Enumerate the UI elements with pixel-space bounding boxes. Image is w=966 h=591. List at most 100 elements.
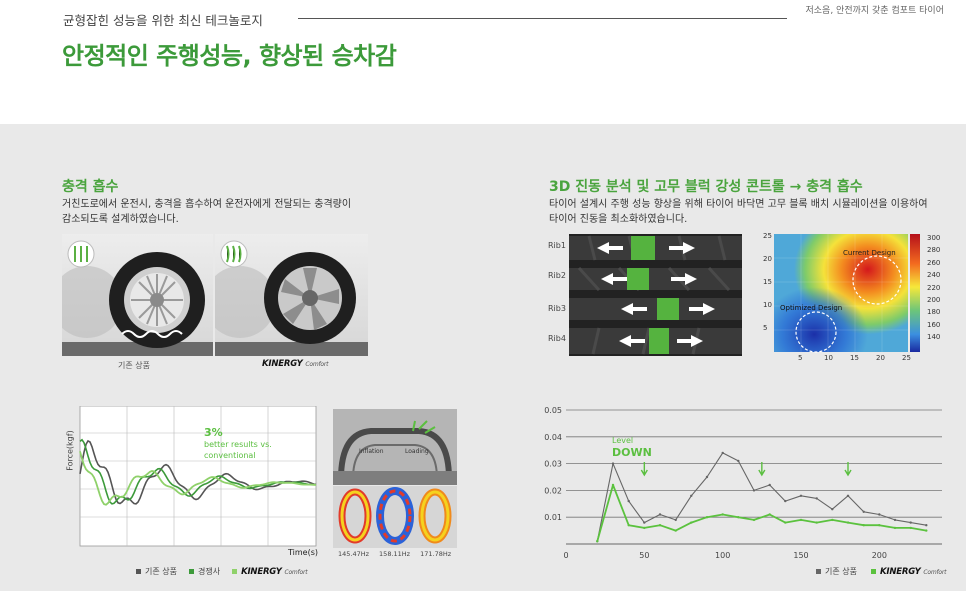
vib-series-point [893, 526, 897, 530]
vib-series-point [674, 518, 677, 522]
vib-series-point [768, 483, 771, 487]
right-desc-line-2: 타이어 진동을 최소화하였습니다. [549, 214, 688, 225]
page-title: 안정적인 주행성능, 향상된 승차감 [62, 42, 397, 70]
vib-x-tick-label: 0 [563, 551, 568, 560]
label-optimized-design: Optimized Design [780, 304, 843, 312]
left-section-title: 충격 흡수 [62, 179, 119, 195]
frequency-labels: 145.47Hz 158.11Hz 171.78Hz [338, 550, 451, 558]
force-annotation-pct: 3% [204, 426, 223, 439]
header-rule [298, 18, 787, 19]
vib-series-point [643, 526, 646, 530]
vib-series-line [596, 452, 927, 542]
vib-y-tick-label: 0.05 [544, 406, 562, 415]
kinergy-logo-text: KINERGY [262, 359, 303, 369]
kinergy-logo-suffix: Comfort [305, 361, 329, 368]
vib-series-point [658, 513, 662, 516]
right-section-title: 3D 진동 분석 및 고무 블럭 강성 콘트롤 → 충격 흡수 [549, 179, 863, 195]
vib-y-tick-label: 0.04 [544, 433, 562, 442]
vib-legend-label-base: 기존 상품 [825, 567, 857, 576]
legend-label-base: 기존 상품 [145, 567, 177, 576]
vib-legend-label-kinergy: KINERGY Comfort [880, 567, 946, 577]
vib-legend-swatch-kinergy [870, 569, 876, 574]
force-annotation-line-2: conventional [204, 451, 256, 460]
vib-series-point [799, 518, 803, 522]
heatmap-colorbar-tick: 260 [927, 258, 941, 267]
force-xlabel: Time(s) [288, 548, 318, 557]
vib-series-point [925, 529, 928, 532]
vib-series-point [799, 494, 803, 497]
vib-series-point [705, 516, 709, 519]
caption-conventional: 기존 상품 [118, 361, 150, 370]
vib-legend-kinergy-suffix: Comfort [923, 568, 947, 576]
caption-kinergy-logo: KINERGY Comfort [262, 359, 328, 369]
vib-series-point [815, 521, 818, 524]
vib-series-point [596, 540, 599, 543]
tire-mode-shapes [333, 486, 457, 548]
vib-series-point [658, 524, 662, 527]
heatmap-x-tick: 10 [824, 354, 833, 362]
legend-swatch-competitor [188, 569, 194, 574]
vib-series-point [611, 483, 615, 487]
force-curve [79, 451, 317, 506]
vib-series-point [909, 526, 912, 530]
vib-series-point [705, 475, 709, 479]
vib-series-point [878, 524, 881, 527]
legend-swatch-kinergy [232, 569, 238, 574]
vib-series-point [737, 459, 740, 463]
force-legend: 기존 상품 경쟁사 KINERGY Comfort [136, 566, 308, 577]
vib-series-point [690, 521, 693, 524]
vib-series-point [752, 518, 756, 522]
vib-series-point [878, 513, 881, 516]
left-section-desc: 거친도로에서 운전시, 충격을 흡수하여 운전자에게 전달되는 충격량이 감소되… [62, 197, 351, 227]
right-section-desc: 타이어 설계시 주행 성능 향상을 위해 타이어 바닥면 고무 블록 배치 시뮬… [549, 197, 928, 227]
vib-x-tick-label: 50 [639, 551, 649, 560]
vib-series-point [846, 521, 850, 524]
vib-series-point [611, 462, 615, 465]
heatmap-colorbar-tick: 220 [927, 283, 941, 292]
legend-label-competitor: 경쟁사 [197, 567, 221, 576]
vib-series-point [752, 489, 756, 492]
left-desc-line-2: 감소되도록 설계하였습니다. [62, 214, 179, 225]
label-loading: Loading [405, 448, 429, 455]
vib-series-point [862, 524, 865, 527]
heatmap-x-tick: 20 [876, 354, 885, 362]
heatmap-colorbar-tick: 160 [927, 320, 941, 329]
page-header: 균형잡힌 성능을 위한 최신 테크놀로지 저소음, 안전까지 갖춘 컴포트 타이… [0, 0, 966, 124]
level-down-annotation: Level DOWN [612, 435, 652, 459]
rib-label-3: Rib3 [548, 304, 566, 313]
left-desc-line-1: 거친도로에서 운전시, 충격을 흡수하여 운전자에게 전달되는 충격량이 [62, 199, 352, 210]
vib-legend-kinergy-text: KINERGY [879, 566, 921, 577]
vib-y-tick-label: 0.02 [544, 486, 562, 495]
rib-label-2: Rib2 [548, 271, 566, 280]
legend-label-kinergy: KINERGY Comfort [241, 567, 307, 577]
tire-photo-kinergy [215, 234, 368, 356]
heatmap-x-tick: 5 [798, 354, 803, 362]
vib-series-line [596, 484, 927, 542]
legend-kinergy-text: KINERGY [241, 566, 282, 577]
vib-series-point [721, 451, 724, 455]
label-current-design: Current Design [843, 249, 896, 257]
vib-series-point [831, 508, 834, 511]
heatmap-colorbar-tick: 140 [927, 333, 941, 342]
header-corner-text: 저소음, 안전까지 갖춘 컴포트 타이어 [805, 6, 944, 16]
annotation-down: DOWN [612, 446, 652, 459]
heatmap-y-tick: 10 [763, 301, 772, 309]
force-curve [79, 439, 317, 505]
header-subtitle: 균형잡힌 성능을 위한 최신 테크놀로지 [63, 13, 263, 28]
vib-series-point [846, 494, 850, 497]
heatmap-y-tick: 5 [763, 324, 768, 332]
vib-series-point [909, 521, 912, 524]
freq-label-3: 171.78Hz [420, 550, 452, 558]
right-desc-line-1: 타이어 설계시 주행 성능 향상을 위해 타이어 바닥면 고무 블록 배치 시뮬… [549, 199, 928, 210]
heatmap-x-tick: 25 [902, 354, 911, 362]
heatmap-y-tick: 15 [763, 278, 772, 286]
heatmap-colorbar-tick: 280 [927, 246, 941, 255]
heatmap-colorbar-tick: 300 [927, 234, 941, 242]
legend-swatch-base [136, 569, 141, 574]
vib-series-point [893, 518, 897, 522]
vib-series-point [925, 524, 928, 527]
vib-series-point [627, 499, 630, 503]
vib-x-tick-label: 100 [715, 551, 730, 560]
vib-legend-swatch-base [816, 569, 821, 574]
force-annotation-line-1: better results vs. [204, 440, 272, 449]
